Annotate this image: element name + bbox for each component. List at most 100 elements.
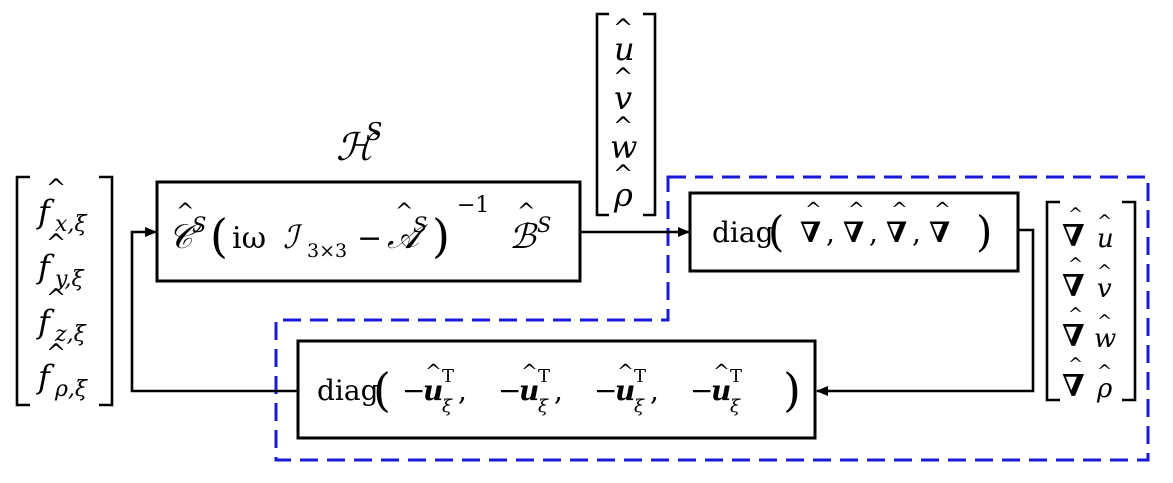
svg-text:S: S (413, 213, 427, 237)
hat-icon: ^ (1097, 361, 1112, 382)
state-entry-u: ^ u (613, 14, 635, 68)
hat-icon: ^ (425, 359, 442, 383)
state-entry-v: ^ v (613, 63, 633, 117)
hat-icon: ^ (613, 63, 633, 91)
svg-text:u: u (615, 374, 635, 407)
svg-text:T: T (634, 366, 646, 387)
forcing-vector-left-bracket (15, 175, 30, 407)
resolvent-expression: 𝒞 ^ S ( iω ℐ 3×3 − 𝒜 ^ S ) −1 ℬ ^ S (168, 193, 551, 263)
svg-text:,: , (869, 216, 878, 249)
gradient-entry-v: ^ ∇ ^ v (1062, 254, 1112, 304)
svg-text:ξ: ξ (730, 396, 741, 417)
svg-text:ℬ: ℬ (509, 217, 538, 257)
svg-text:,: , (826, 216, 835, 249)
feedback-term-1: − ^ u T ξ , (402, 359, 467, 417)
svg-text:S: S (192, 213, 206, 237)
gradient-expression: diag ( ^ ∇ , ^ ∇ , ^ ∇ , ^ ∇ ) (712, 197, 992, 256)
svg-text:ℋ: ℋ (336, 125, 379, 169)
feedback-term-3: − ^ u T ξ , (594, 359, 659, 417)
hat-icon: ^ (613, 112, 633, 140)
hat-icon: ^ (848, 197, 865, 221)
hat-icon: ^ (934, 197, 951, 221)
svg-text:T: T (730, 366, 742, 387)
svg-text:y,ξ: y,ξ (54, 267, 86, 292)
dashed-feedback-region (274, 175, 1150, 462)
feedback-to-resolvent-arrow (130, 227, 298, 393)
svg-text:x,ξ: x,ξ (55, 212, 88, 237)
nabla-symbol: ∇ (1062, 369, 1085, 404)
hat-icon: ^ (805, 197, 822, 221)
svg-text:S: S (537, 213, 551, 237)
nabla-symbol: ∇ (1062, 269, 1085, 304)
svg-text:∇: ∇ (886, 216, 907, 249)
svg-text:−1: −1 (457, 193, 489, 218)
forcing-vector-right-bracket (99, 175, 114, 407)
hat-icon: ^ (46, 284, 66, 312)
state-entry-w: ^ w (610, 112, 637, 166)
state-vector: ^ u ^ v ^ w ^ ρ (595, 12, 657, 217)
svg-text:∇: ∇ (843, 216, 864, 249)
forcing-entry-y: f ^ y,ξ (36, 229, 86, 292)
hat-icon: ^ (1097, 311, 1112, 332)
svg-text:,: , (458, 374, 467, 407)
svg-text:w: w (1094, 324, 1116, 354)
hat-icon: ^ (46, 229, 66, 257)
hat-icon: ^ (517, 200, 535, 225)
forcing-entry-x: f ^ x,ξ (36, 174, 88, 237)
svg-text:v: v (1097, 274, 1112, 304)
svg-text:u: u (519, 374, 539, 407)
gradient-vector-right-bracket (1122, 200, 1137, 402)
gradient-entry-w: ^ ∇ ^ w (1062, 304, 1116, 354)
svg-text:−: − (498, 374, 521, 407)
svg-text:diag: diag (712, 216, 774, 249)
forcing-vector: f ^ x,ξ f ^ y,ξ f ^ z,ξ f ^ ρ,ξ (15, 174, 114, 407)
svg-text:(: ( (373, 363, 391, 417)
svg-text:diag: diag (317, 374, 379, 407)
hat-icon: ^ (617, 359, 634, 383)
hat-icon: ^ (613, 14, 633, 42)
hat-icon: ^ (176, 200, 194, 225)
hat-icon: ^ (1068, 354, 1083, 375)
svg-text:∇: ∇ (929, 216, 950, 249)
state-entry-rho: ^ ρ (613, 160, 633, 214)
svg-text:u: u (1097, 224, 1114, 254)
hat-icon: ^ (1097, 211, 1112, 232)
gradient-vector-left-bracket (1045, 200, 1060, 402)
svg-text:T: T (538, 366, 550, 387)
svg-text:,: , (554, 374, 563, 407)
svg-text:−: − (402, 374, 425, 407)
hat-icon: ^ (1068, 304, 1083, 325)
svg-text:ξ: ξ (538, 396, 549, 417)
svg-text:,: , (912, 216, 921, 249)
hat-icon: ^ (1068, 254, 1083, 275)
forcing-entry-z: f ^ z,ξ (36, 284, 88, 347)
state-vector-right-bracket (643, 12, 657, 217)
hat-icon: ^ (713, 359, 730, 383)
feedback-term-4: − ^ u T ξ (690, 359, 742, 417)
hat-icon: ^ (613, 160, 633, 188)
forcing-entry-rho: f ^ ρ,ξ (36, 339, 89, 402)
svg-text:∇: ∇ (800, 216, 821, 249)
svg-text:−: − (594, 374, 617, 407)
svg-text:u: u (614, 30, 635, 68)
svg-text:v: v (614, 79, 632, 117)
hat-icon: ^ (521, 359, 538, 383)
hat-icon: ^ (46, 339, 66, 367)
feedback-term-2: − ^ u T ξ , (498, 359, 563, 417)
svg-text:ρ,ξ: ρ,ξ (54, 377, 89, 402)
gradient-vector: ^ ∇ ^ u ^ ∇ ^ v ^ ∇ ^ w ^ ∇ ^ ρ (1045, 200, 1137, 404)
svg-text:): ) (783, 363, 801, 417)
gradient-entry-rho: ^ ∇ ^ ρ (1062, 354, 1113, 404)
svg-text:(: ( (210, 209, 228, 263)
gradient-block (688, 191, 1020, 273)
svg-text:ξ: ξ (634, 396, 645, 417)
svg-text:w: w (610, 128, 637, 166)
svg-text:,: , (650, 374, 659, 407)
svg-text:ρ: ρ (1096, 374, 1113, 404)
svg-text:S: S (366, 118, 382, 146)
gradient-entry-u: ^ ∇ ^ u (1062, 204, 1114, 254)
svg-text:u: u (711, 374, 731, 407)
svg-text:−: − (690, 374, 713, 407)
state-vector-left-bracket (595, 12, 609, 217)
